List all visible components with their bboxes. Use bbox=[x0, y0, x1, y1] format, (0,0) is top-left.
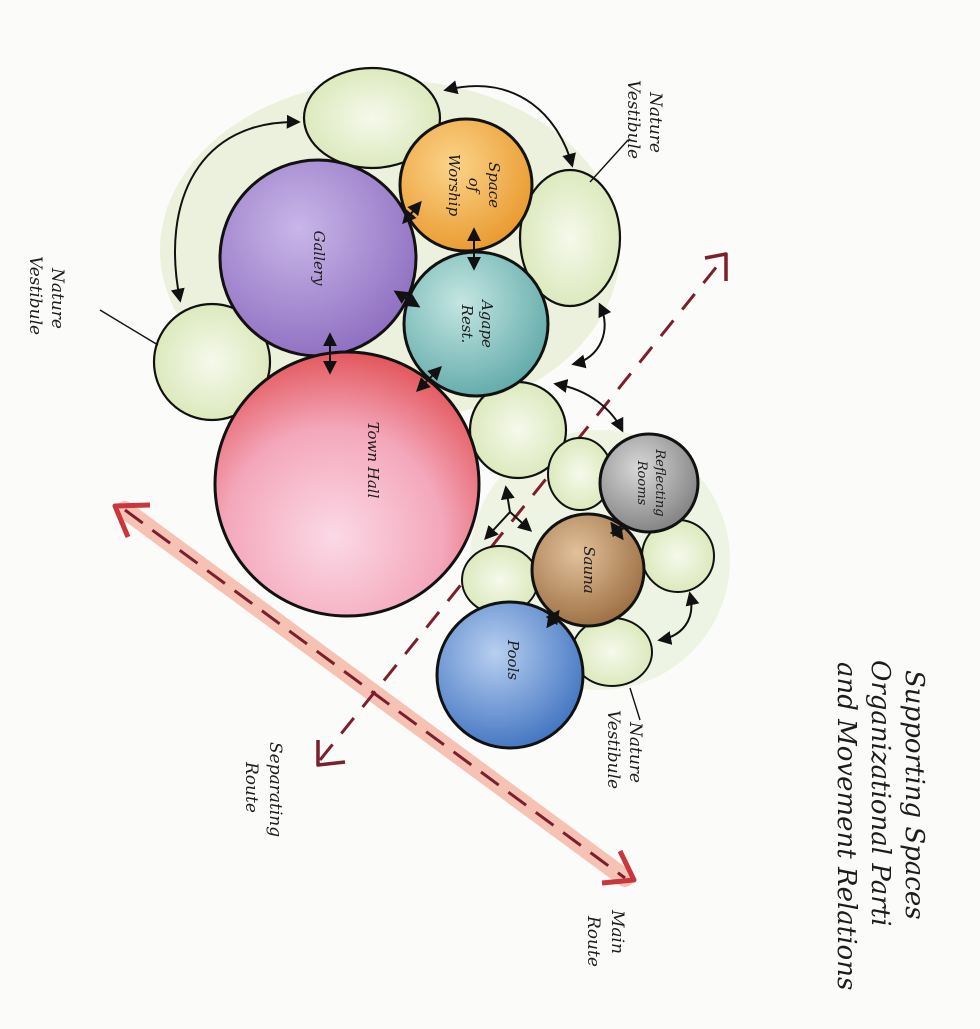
arrow-gallery-worship bbox=[402, 200, 422, 225]
vestibule-right-upper bbox=[518, 168, 622, 308]
arrow-gallery-agape bbox=[393, 290, 421, 308]
note-main-route-1: Main bbox=[607, 909, 627, 954]
arrow-reflect-sauna bbox=[609, 521, 625, 541]
label-worship-3: Worship bbox=[445, 154, 463, 217]
note-separating-route-1: Separating bbox=[265, 742, 285, 837]
note-vestibule-top-1: Nature bbox=[645, 91, 665, 153]
label-sauna: Sauna bbox=[580, 546, 598, 593]
note-vestibule-top-2: Vestibule bbox=[623, 80, 643, 159]
note-separating-route: Separating Route bbox=[241, 742, 285, 837]
movement-arrows bbox=[170, 80, 700, 645]
space-gallery: Gallery bbox=[218, 158, 418, 358]
space-agape: Agape Rest. bbox=[402, 250, 550, 398]
label-pools: Pools bbox=[504, 639, 522, 680]
space-town-hall: Town Hall bbox=[213, 350, 481, 618]
note-separating-route-2: Route bbox=[241, 761, 261, 813]
label-agape-2: Rest. bbox=[458, 304, 476, 344]
arrow-fork-b bbox=[509, 511, 533, 532]
label-worship-1: Space bbox=[485, 162, 503, 208]
separating-route-arrow bbox=[316, 252, 728, 767]
arrow-sauna-pools bbox=[545, 609, 561, 629]
main-route-arrow bbox=[112, 501, 637, 887]
leader-lines bbox=[99, 139, 641, 721]
note-main-route-2: Route bbox=[583, 915, 603, 967]
label-agape-1: Agape bbox=[478, 298, 496, 348]
vestibule-left bbox=[152, 302, 272, 422]
arrow-vestibule-right-loop bbox=[571, 302, 612, 369]
arrow-agape-town bbox=[416, 366, 442, 392]
label-reflecting-2: Rooms bbox=[634, 460, 649, 506]
title-line-1: Supporting Spaces bbox=[899, 670, 929, 920]
note-main-route: Main Route bbox=[583, 909, 627, 967]
space-pools: Pools bbox=[435, 600, 585, 750]
note-vestibule-left-1: Nature bbox=[47, 267, 67, 329]
note-vestibule-bottom-1: Nature bbox=[625, 721, 645, 783]
space-worship: Space of Worship bbox=[398, 117, 534, 253]
arrow-gallery-loop bbox=[170, 114, 301, 303]
space-sauna: Sauna bbox=[530, 512, 646, 628]
note-vestibule-top: Nature Vestibule bbox=[623, 80, 665, 159]
note-vestibule-left: Nature Vestibule bbox=[25, 256, 67, 335]
space-reflecting-rooms: Reflecting Rooms bbox=[598, 432, 700, 534]
arrow-sauna-vestibule-loop bbox=[657, 591, 700, 645]
arrow-agape-reflect bbox=[553, 379, 624, 433]
arrow-top-vestibule-loop bbox=[443, 80, 576, 168]
title-line-3: and Movement Relations bbox=[831, 662, 861, 990]
label-town-hall: Town Hall bbox=[364, 422, 382, 499]
vestibule-top bbox=[302, 66, 442, 170]
diagram-title: Supporting Spaces Organizational Parti a… bbox=[831, 660, 929, 990]
note-vestibule-bottom: Nature Vestibule bbox=[603, 710, 645, 789]
title-line-2: Organizational Parti bbox=[865, 660, 895, 926]
label-gallery: Gallery bbox=[310, 230, 328, 286]
label-worship-2: of bbox=[465, 178, 483, 195]
label-reflecting-1: Reflecting bbox=[652, 448, 667, 516]
note-vestibule-bottom-2: Vestibule bbox=[603, 710, 623, 789]
note-vestibule-left-2: Vestibule bbox=[25, 256, 45, 335]
